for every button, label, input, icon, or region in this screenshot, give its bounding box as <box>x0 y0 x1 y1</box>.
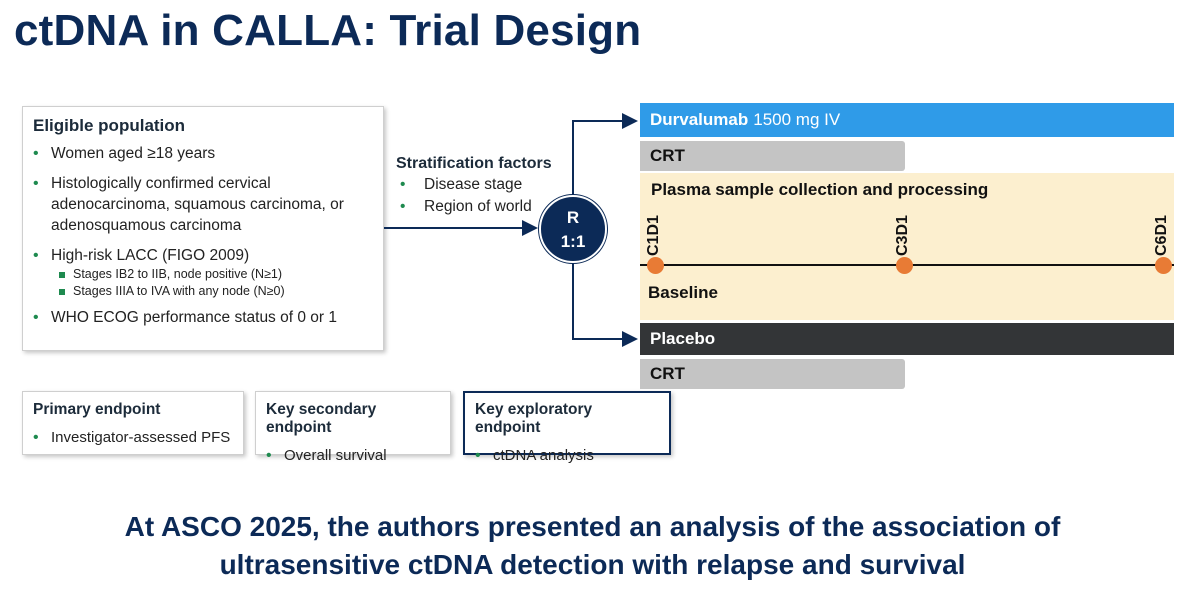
exploratory-endpoint-item: ctDNA analysis <box>475 445 659 466</box>
timepoint-label-c6d1: C6D1 <box>1153 215 1170 256</box>
stratification-item-stage: Disease stage <box>396 174 552 196</box>
arrow-to-durvalumab <box>572 113 638 195</box>
eligible-item-age: Women aged ≥18 years <box>33 143 373 164</box>
durvalumab-arm-bar: Durvalumab 1500 mg IV <box>640 103 1174 137</box>
arrow-to-placebo <box>572 263 638 347</box>
conclusion-line-1: At ASCO 2025, the authors presented an a… <box>124 511 1061 542</box>
conclusion-line-2: ultrasensitive ctDNA detection with rela… <box>219 549 966 580</box>
placebo-arm-bar: Placebo <box>640 323 1174 355</box>
crt-top-label: CRT <box>650 146 685 165</box>
timepoint-label-c1d1: C1D1 <box>645 215 662 256</box>
conclusion-text: At ASCO 2025, the authors presented an a… <box>0 508 1185 584</box>
plasma-heading: Plasma sample collection and processing <box>651 180 989 199</box>
timepoint-dot-c6d1 <box>1155 257 1172 274</box>
eligible-subitem-ib2: Stages IB2 to IIB, node positive (N≥1) <box>33 266 373 283</box>
stratification-heading: Stratification factors <box>396 155 552 172</box>
eligible-item-lacc: High-risk LACC (FIGO 2009) <box>33 245 373 266</box>
randomization-circle: R 1:1 <box>539 195 607 263</box>
primary-endpoint-item: Investigator-assessed PFS <box>33 427 233 448</box>
eligible-item-ecog: WHO ECOG performance status of 0 or 1 <box>33 307 373 328</box>
primary-endpoint-box: Primary endpoint Investigator-assessed P… <box>22 391 244 455</box>
stratification-block: Stratification factors Disease stage Reg… <box>396 155 552 218</box>
eligible-subitem-iiia: Stages IIIA to IVA with any node (N≥0) <box>33 283 373 300</box>
plasma-panel <box>640 173 1174 320</box>
secondary-endpoint-item: Overall survival <box>266 445 440 466</box>
eligible-population-box: Eligible population Women aged ≥18 years… <box>22 106 384 351</box>
timepoint-dot-c3d1 <box>896 257 913 274</box>
baseline-label: Baseline <box>648 283 718 302</box>
durvalumab-label: Durvalumab <box>650 110 749 129</box>
stratification-item-region: Region of world <box>396 196 552 218</box>
timepoint-dot-c1d1 <box>647 257 664 274</box>
durvalumab-dose: 1500 mg IV <box>753 110 841 129</box>
crt-bar-bottom: CRT <box>640 359 905 389</box>
randomization-label: R <box>566 208 580 227</box>
secondary-endpoint-box: Key secondary endpoint Overall survival <box>255 391 451 466</box>
exploratory-endpoint-heading: Key exploratory endpoint <box>475 401 593 436</box>
secondary-endpoint-heading: Key secondary endpoint <box>266 401 377 436</box>
eligible-item-histology: Histologically confirmed cervical adenoc… <box>33 173 371 236</box>
exploratory-endpoint-box: Key exploratory endpoint ctDNA analysis <box>463 391 671 466</box>
crt-bottom-label: CRT <box>650 364 685 383</box>
randomization-ratio: 1:1 <box>560 232 586 251</box>
primary-endpoint-heading: Primary endpoint <box>33 401 161 418</box>
placebo-label: Placebo <box>650 329 716 348</box>
timepoint-label-c3d1: C3D1 <box>894 215 911 256</box>
eligible-population-heading: Eligible population <box>33 116 186 135</box>
page-title: ctDNA in CALLA: Trial Design <box>14 6 642 55</box>
crt-bar-top: CRT <box>640 141 905 171</box>
